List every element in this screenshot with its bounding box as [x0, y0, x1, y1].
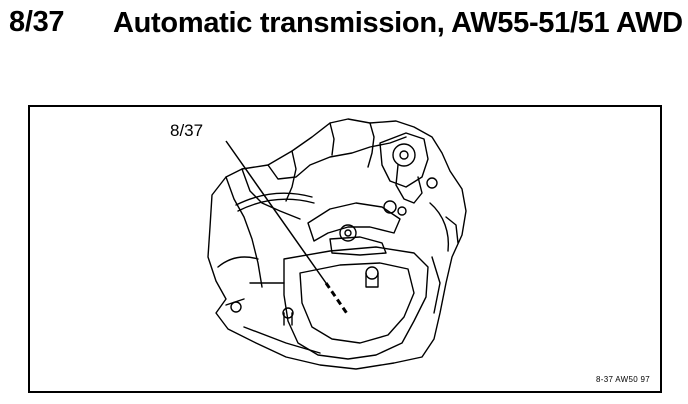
bolt-right-1: [426, 177, 438, 189]
pipe-3: [217, 256, 259, 268]
page-reference-number: 8/37: [9, 6, 65, 38]
selector-bolt-center: [344, 229, 352, 237]
valve-body: [283, 246, 429, 360]
housing-rib-1: [241, 168, 301, 220]
page-title: Automatic transmission, AW55-51/51 AWD: [113, 7, 683, 39]
selector-plate: [307, 202, 401, 242]
figure-frame: 8/37 8-37 AW50 97: [28, 105, 662, 393]
housing-right-2: [445, 216, 459, 244]
pipe-2: [237, 198, 315, 212]
fitting-bottom-stem: [283, 312, 293, 326]
pipe-1: [235, 192, 313, 206]
selector-bolt: [339, 224, 357, 242]
sensor-stem: [395, 164, 423, 204]
figure-callout-label: 8/37: [170, 121, 204, 140]
fitting-lower-1: [365, 266, 379, 280]
transmission-illustration: [207, 118, 467, 370]
sensor-knob: [392, 143, 416, 167]
housing-top-edge: [267, 136, 407, 180]
housing-bottom-2: [243, 326, 321, 354]
bolt-right-2: [383, 200, 397, 214]
selector-arm: [329, 236, 387, 256]
housing-rib-2: [225, 176, 263, 288]
page-header: 8/37 Automatic transmission, AW55-51/51 …: [0, 0, 688, 90]
fitting-bottom: [282, 307, 294, 319]
callout-leader-dashed: [324, 282, 350, 316]
housing-right-1: [431, 256, 441, 314]
bolt-right-3: [397, 206, 407, 216]
housing-rib-4: [329, 122, 335, 156]
transmission-housing: [207, 118, 467, 370]
fitting-lower-1-stem: [365, 272, 379, 288]
fitting-left-arm: [225, 298, 245, 306]
figure-code: 8-37 AW50 97: [595, 375, 650, 384]
pipe-4: [429, 202, 450, 252]
callout-leader-line: [225, 140, 327, 284]
valve-body-inner: [299, 262, 415, 344]
housing-rib-5: [367, 122, 375, 168]
sensor-knob-inner: [399, 150, 409, 160]
top-bracket: [379, 132, 429, 188]
